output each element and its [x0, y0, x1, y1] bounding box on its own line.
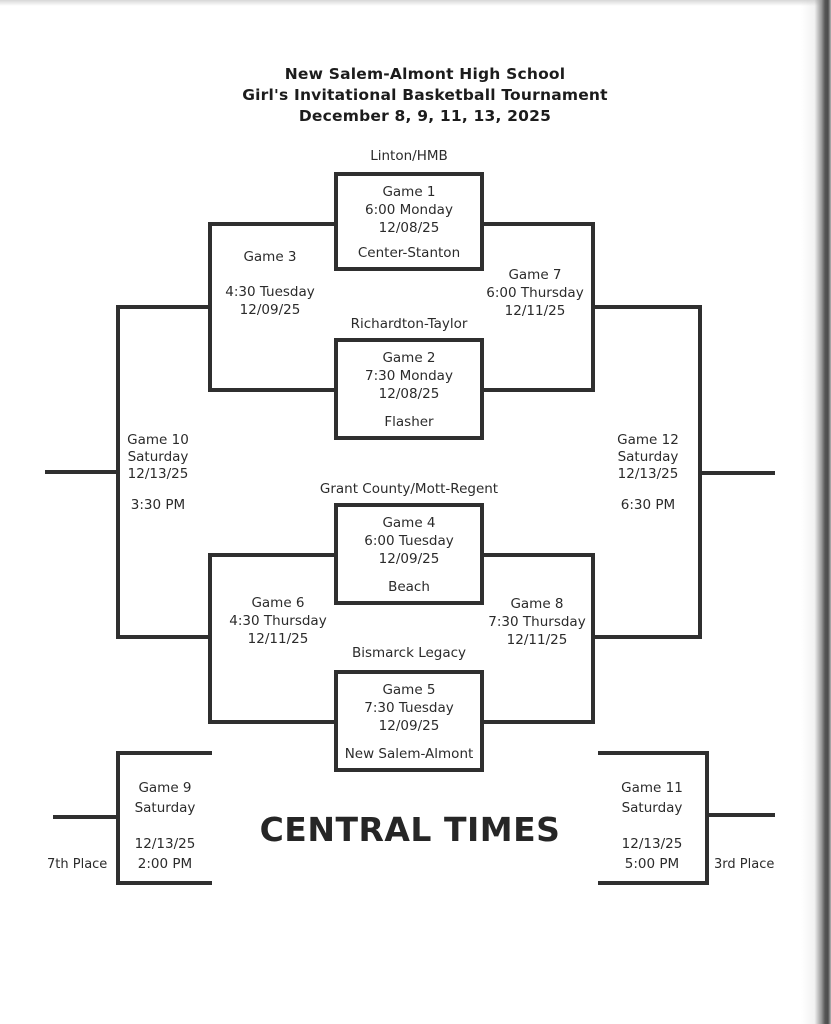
game2-box: Game 2 7:30 Monday 12/08/25 Flasher: [334, 338, 484, 440]
game11-date: 12/13/25: [621, 836, 683, 852]
game3-time: 4:30 Tuesday: [225, 284, 315, 300]
game8-winner-line: [591, 635, 702, 639]
game12-spacer: [608, 483, 688, 497]
game11-winner-line: [705, 813, 775, 817]
game7-time: 6:00 Thursday: [486, 285, 584, 301]
game2-time: 7:30 Monday: [365, 368, 453, 384]
page-title: New Salem-Almont High School Girl's Invi…: [125, 64, 725, 127]
game4-left-feed-line: [210, 553, 334, 557]
game7-label: Game 7 6:00 Thursday 12/11/25: [460, 266, 610, 320]
game6-winner-line: [116, 635, 212, 639]
game11-day: Saturday: [621, 800, 683, 816]
third-place-label: 3rd Place: [714, 857, 775, 872]
game10-winner-line: [45, 470, 120, 474]
game6-date: 12/11/25: [247, 631, 309, 647]
game2-top-team: Richardton-Taylor: [350, 316, 468, 332]
game5-date: 12/09/25: [378, 718, 440, 734]
game4-date: 12/09/25: [378, 551, 440, 567]
game8-name: Game 8: [510, 596, 564, 612]
game1-top-team: Linton/HMB: [370, 148, 448, 164]
game5-box: Game 5 7:30 Tuesday 12/09/25 New Salem-A…: [334, 670, 484, 772]
game12-winner-line: [698, 471, 775, 475]
game12-day: Saturday: [617, 449, 679, 465]
game3-date: 12/09/25: [239, 302, 301, 318]
game3-name: Game 3: [243, 249, 297, 265]
game11-spacer: [612, 818, 692, 834]
title-school: New Salem-Almont High School: [284, 65, 566, 83]
game8-date: 12/11/25: [506, 632, 568, 648]
game9-top-line: [116, 751, 212, 755]
game2-left-feed-line: [210, 388, 334, 392]
game2-bottom-team: Flasher: [384, 414, 434, 430]
game1-box: Game 1 6:00 Monday 12/08/25 Center-Stant…: [334, 172, 484, 271]
game4-right-feed-line: [484, 553, 595, 557]
game1-right-feed-line: [484, 222, 593, 226]
game12-label: Game 12 Saturday 12/13/25 6:30 PM: [608, 432, 688, 514]
game11-vertical-line: [705, 751, 709, 885]
game5-bottom-team: New Salem-Almont: [344, 746, 474, 762]
game2-date: 12/08/25: [378, 386, 440, 402]
game9-label: Game 9 Saturday 12/13/25 2:00 PM: [125, 778, 205, 874]
game2-right-feed-line: [484, 388, 593, 392]
game9-spacer: [125, 818, 205, 834]
game12-name: Game 12: [617, 432, 679, 448]
game3-winner-line: [116, 305, 212, 309]
game10-time: 3:30 PM: [130, 497, 186, 513]
game9-winner-line: [53, 815, 120, 819]
game7-name: Game 7: [508, 267, 562, 283]
game9-name: Game 9: [138, 780, 192, 796]
game1-bottom-team: Center-Stanton: [357, 245, 461, 261]
game5-name: Game 5: [382, 682, 436, 698]
game5-time: 7:30 Tuesday: [364, 700, 454, 716]
game11-name: Game 11: [621, 780, 683, 796]
game11-label: Game 11 Saturday 12/13/25 5:00 PM: [612, 778, 692, 874]
game4-time: 6:00 Tuesday: [364, 533, 454, 549]
game8-time: 7:30 Thursday: [488, 614, 586, 630]
game6-name: Game 6: [251, 595, 305, 611]
game10-spacer: [118, 483, 198, 497]
game1-date: 12/08/25: [378, 220, 440, 236]
title-dates: December 8, 9, 11, 13, 2025: [298, 107, 552, 125]
game11-top-line: [598, 751, 709, 755]
title-event: Girl's Invitational Basketball Tournamen…: [242, 86, 608, 104]
game10-name: Game 10: [127, 432, 189, 448]
game6-time: 4:30 Thursday: [229, 613, 327, 629]
central-times-note: CENTRAL TIMES: [259, 810, 561, 849]
game9-date: 12/13/25: [134, 836, 196, 852]
game11-time: 5:00 PM: [624, 856, 680, 872]
game5-top-team: Bismarck Legacy: [351, 645, 467, 661]
game12-date: 12/13/25: [617, 466, 679, 482]
game5-left-feed-line: [210, 720, 334, 724]
game7-date: 12/11/25: [504, 303, 566, 319]
game5-right-feed-line: [484, 720, 595, 724]
game3-label: Game 3 4:30 Tuesday 12/09/25: [195, 248, 345, 319]
game4-bottom-team: Beach: [388, 579, 430, 595]
game10-day: Saturday: [127, 449, 189, 465]
scan-top-edge: [0, 0, 831, 6]
game10-label: Game 10 Saturday 12/13/25 3:30 PM: [118, 432, 198, 514]
game8-label: Game 8 7:30 Thursday 12/11/25: [462, 595, 612, 649]
game4-name: Game 4: [382, 515, 436, 531]
game9-time: 2:00 PM: [137, 856, 193, 872]
game10-date: 12/13/25: [127, 466, 189, 482]
game9-day: Saturday: [134, 800, 196, 816]
game11-bottom-line: [598, 881, 709, 885]
game6-label: Game 6 4:30 Thursday 12/11/25: [203, 594, 353, 648]
game4-box: Game 4 6:00 Tuesday 12/09/25 Beach: [334, 503, 484, 605]
game2-name: Game 2: [382, 350, 436, 366]
game1-time: 6:00 Monday: [365, 202, 453, 218]
game1-left-feed-line: [210, 222, 334, 226]
seventh-place-label: 7th Place: [47, 857, 108, 872]
game1-name: Game 1: [382, 184, 436, 200]
game12-time: 6:30 PM: [620, 497, 676, 513]
game9-bottom-line: [116, 881, 212, 885]
game4-top-team: Grant County/Mott-Regent: [319, 481, 499, 497]
scan-right-edge: [801, 0, 831, 1024]
game7-winner-line: [591, 305, 702, 309]
